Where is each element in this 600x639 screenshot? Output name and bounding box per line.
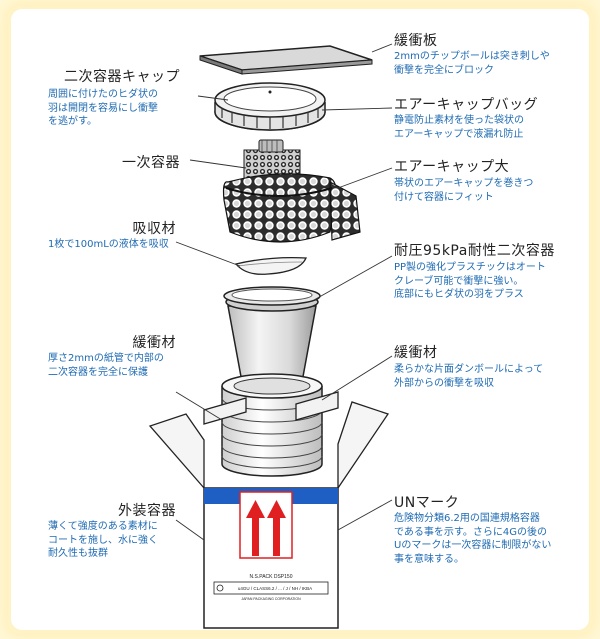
box-code-text: u4GU / CLASS6.2 / ... / J / NH / IKBA	[238, 586, 312, 591]
cushion-board-title: 緩衝板	[394, 33, 438, 49]
un-mark-frame	[239, 491, 293, 559]
un-mark-desc: 危険物分類6.2用の国連規格容器 である事を示す。さらに4Gの後の Uのマークは…	[394, 513, 552, 565]
cushioning-tube-shape	[221, 373, 323, 477]
bubble-large-title: エアーキャップ大	[394, 159, 510, 175]
secondary-container-shape	[223, 286, 321, 383]
absorbent-desc: 1枚で100mLの液体を吸収	[48, 239, 169, 250]
secondary-cap-shape	[214, 82, 326, 131]
this-way-up-arrows-icon	[246, 500, 286, 556]
un-mark-title: UNマーク	[394, 495, 460, 511]
cushion-board-desc: 2mmのチップボールは突き刺しや 衝撃を完全にブロック	[394, 51, 550, 76]
box-code-label	[213, 581, 329, 595]
leader-lines	[175, 43, 393, 541]
bubble-bag-desc: 静電防止素材を使った袋状の エアーキャップで液漏れ防止	[394, 115, 524, 140]
cushion-right-title: 緩衝材	[394, 345, 438, 361]
absorbent-pad-shape	[234, 256, 307, 275]
outer-box-shape	[148, 391, 390, 629]
secondary-container-desc: PP製の強化プラスチックはオート クレーブ可能で衝撃に強い。 底部にもヒダ状の羽…	[394, 262, 546, 300]
cushion-left-desc: 厚さ2mmの紙管で内部の 二次容器を完全に保護	[48, 353, 164, 378]
absorbent-title: 吸収材	[132, 221, 176, 237]
primary-container-title: 一次容器	[122, 155, 180, 171]
secondary-cap-desc: 周囲に付けたのヒダ状の 羽は開閉を容易にし衝撃 を逃がす。	[48, 89, 158, 127]
secondary-container-title: 耐圧95kPa耐性二次容器	[394, 243, 555, 259]
outer-box-desc: 薄くて強度のある素材に コートを施し、水に強く 耐久性も抜群	[48, 521, 158, 559]
cushion-right-desc: 柔らかな片面ダンボールによって 外部からの衝撃を吸収	[394, 364, 544, 389]
cushion-board-shape	[199, 45, 373, 75]
secondary-cap-title: 二次容器キャップ	[64, 69, 180, 85]
outer-box-title: 外装容器	[118, 503, 176, 519]
bubble-bag-title: エアーキャップバッグ	[394, 97, 539, 113]
box-maker-text: JAPAN PACKAGING CORPORATION	[241, 597, 301, 601]
bubble-wrap-large-shape	[222, 173, 361, 243]
cushion-left-title: 緩衝材	[132, 335, 176, 351]
box-model-text: N.S.PACK DSP150	[250, 574, 293, 580]
bubble-large-desc: 帯状のエアーキャップを巻きつ 付けて容器にフィット	[394, 178, 534, 203]
